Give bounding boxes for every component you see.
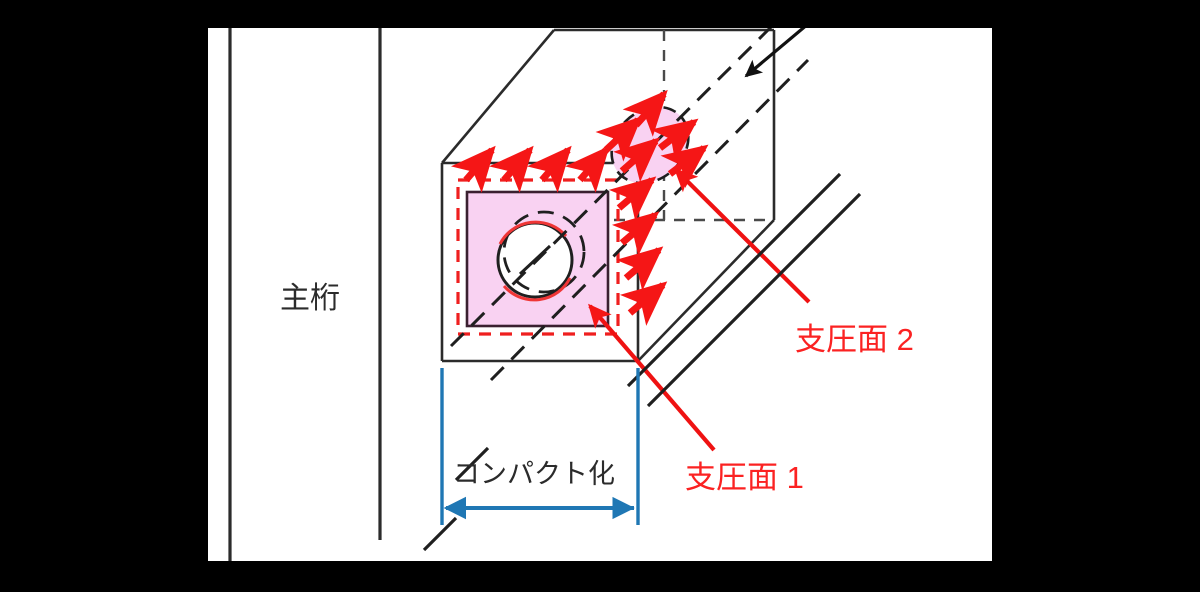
- girder-reference-lines: [228, 28, 382, 561]
- bearing-surface-1-label: 支圧面 1: [685, 460, 804, 495]
- external-tendon-lines: [422, 172, 862, 552]
- black-load-arrow-icon: [744, 28, 806, 78]
- compaction-dimension: [440, 368, 640, 525]
- leader-bearing-surface-2: [673, 167, 811, 304]
- pressure-arrows-top: [450, 145, 610, 193]
- tendon-dashed-lines: [449, 28, 810, 382]
- engineering-diagram: 主桁: [228, 28, 914, 561]
- leader-bearing-surface-1: [588, 303, 716, 452]
- pressure-arrows-bearing-2: [595, 89, 709, 188]
- bearing-surface-2-label: 支圧面 2: [795, 322, 914, 357]
- main-girder-label: 主桁: [280, 282, 340, 315]
- diagram-canvas: 主桁: [208, 28, 992, 561]
- compaction-label: コンパクト化: [453, 459, 615, 489]
- pressure-arrows-right: [608, 176, 668, 326]
